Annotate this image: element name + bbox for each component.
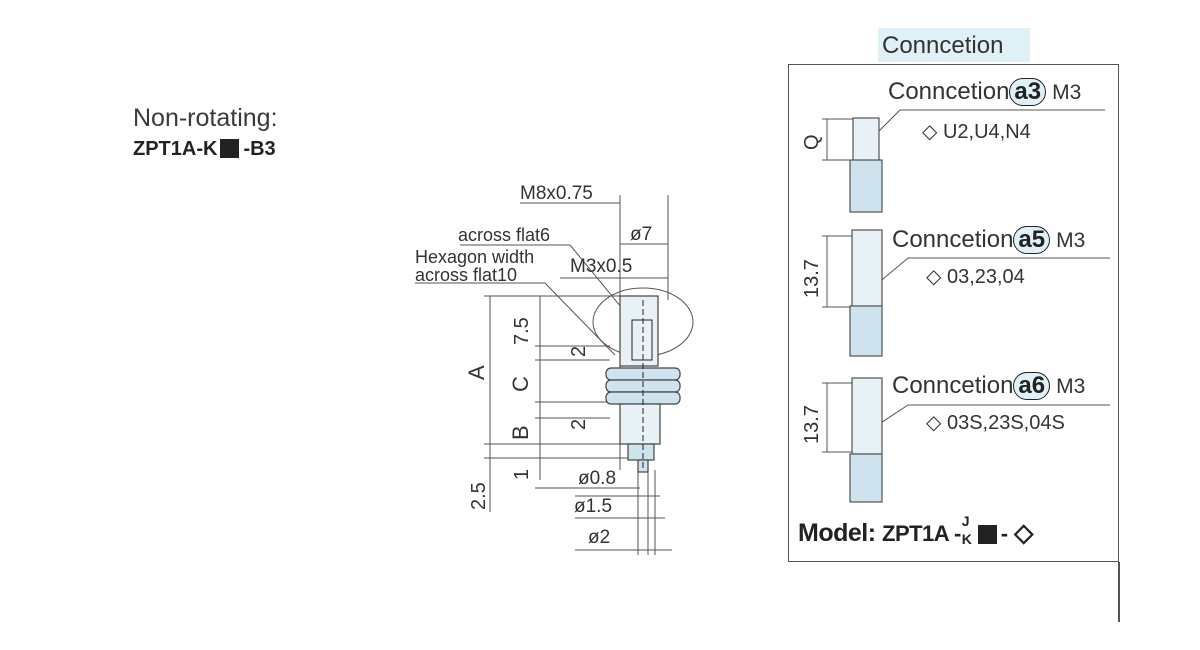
panel-edge-line — [1118, 562, 1120, 622]
diamond-icon: ◇ — [926, 412, 942, 434]
badge-a5: a5 — [1013, 226, 1051, 254]
placeholder-square-icon — [977, 525, 997, 544]
thread-label: M3 — [1052, 81, 1082, 104]
d15-label: ø1.5 — [574, 496, 612, 517]
connection-heading-bg — [878, 28, 1030, 62]
model-prefix: ZPT1A-K — [133, 138, 218, 160]
options-a6: ◇ 03S,23S,04S — [926, 410, 1065, 435]
diamond-icon: ◇ — [1014, 519, 1033, 547]
dim-75-label: 7.5 — [511, 317, 533, 345]
across-flat-label: across flat6 — [458, 225, 550, 245]
badge-a3: a3 — [1009, 78, 1047, 106]
placeholder-square-icon — [220, 139, 240, 158]
section-title: Conncetion — [892, 372, 1014, 399]
options-a5: ◇ 03,23,04 — [926, 264, 1025, 289]
option-j: J — [961, 513, 970, 529]
connection-heading: Conncetion — [882, 32, 1004, 59]
option-k: K — [961, 531, 972, 547]
section-title: Conncetion — [892, 226, 1014, 253]
non-rotating-title: Non-rotating: — [133, 104, 278, 132]
non-rotating-model: ZPT1A-K -B3 — [133, 138, 276, 161]
diamond-icon: ◇ — [926, 266, 942, 288]
model-label: Model: — [798, 519, 876, 547]
model-part: ZPT1A - — [882, 521, 961, 546]
fitting-drawings — [849, 117, 883, 503]
options-text: 03S,23S,04S — [946, 412, 1065, 434]
dim-2a-label: 2 — [568, 346, 590, 357]
options-text: 03,23,04 — [946, 266, 1025, 288]
dim-2b-label: 2 — [568, 419, 590, 430]
options-text: U2,U4,N4 — [942, 121, 1031, 143]
m3x05-label: M3x0.5 — [570, 256, 632, 277]
thread-label: M3 — [1056, 375, 1086, 398]
dim-q-label: Q — [801, 134, 823, 150]
dim-25-label: 2.5 — [468, 482, 490, 510]
dim-c-label: C — [508, 376, 533, 392]
d7-label: ø7 — [630, 224, 652, 245]
dim-137-label: 13.7 — [801, 259, 823, 298]
dim-a-label: A — [464, 365, 489, 380]
options-a3: ◇ U2,U4,N4 — [922, 119, 1031, 144]
d2-label: ø2 — [588, 527, 610, 548]
model-suffix: -B3 — [243, 138, 276, 160]
badge-a6: a6 — [1013, 372, 1051, 400]
d08-label: ø0.8 — [578, 468, 616, 489]
dim-1-label: 1 — [511, 469, 533, 480]
model-dash: - — [1000, 521, 1008, 546]
connection-guides — [822, 109, 1110, 453]
m8-label: M8x0.75 — [520, 183, 593, 204]
thread-label: M3 — [1056, 229, 1086, 252]
section-title: Conncetion — [888, 78, 1010, 105]
diamond-icon: ◇ — [922, 121, 938, 143]
dim-b-label: B — [508, 425, 533, 440]
hex-across-label: across flat10 — [415, 265, 517, 285]
connection-panel — [788, 64, 1119, 562]
hex-width-label: Hexagon width — [415, 247, 534, 267]
dim-137-label: 13.7 — [801, 405, 823, 444]
